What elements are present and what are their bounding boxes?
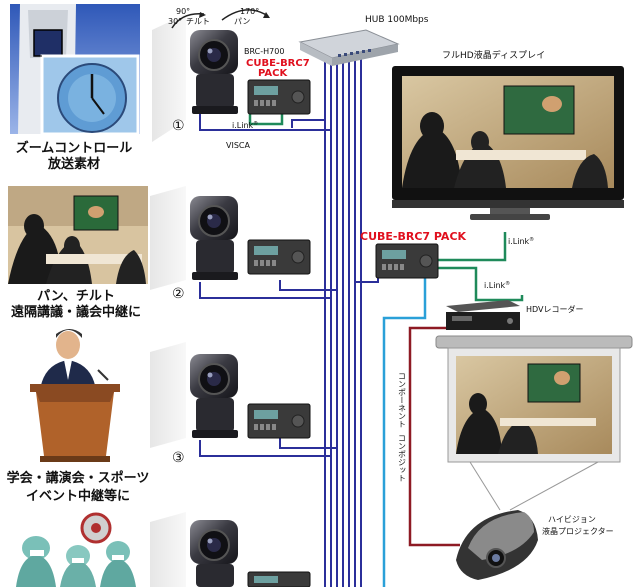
tilt-label: チルト <box>186 17 210 26</box>
lecturer-photo <box>30 329 120 462</box>
component-cable <box>382 278 427 587</box>
deck-3 <box>247 403 311 439</box>
caption-1-line1: ズームコントロール <box>16 140 133 156</box>
projector-label-1: ハイビジョン <box>548 515 596 524</box>
composite-cable <box>408 326 460 547</box>
caption-1-line2: 放送素材 <box>47 156 100 172</box>
component-label: コンポーネント <box>398 372 407 428</box>
circle-number-3: ③ <box>172 450 185 466</box>
camera-beam-2 <box>150 186 186 290</box>
deck-4 <box>247 571 311 587</box>
pack-label-right: CUBE-BRC7 PACK <box>360 230 467 243</box>
caption-2-line1: パン、チルト <box>37 289 115 304</box>
camera-beam-4 <box>150 512 186 587</box>
camera-2 <box>190 196 238 280</box>
lcd-display-label: フルHD液晶ディスプレイ <box>442 49 545 61</box>
caption-3-line2: イベント中継等に <box>26 488 130 504</box>
projector-label-2: 液晶プロジェクター <box>542 526 614 536</box>
pan-label: パン <box>234 17 250 26</box>
circle-number-2: ② <box>172 286 185 302</box>
deck-right <box>375 243 439 279</box>
caption-2-line2: 遠隔講議・議会中継に <box>11 304 141 320</box>
circle-number-1: ① <box>172 118 185 134</box>
pan-degrees-label: 170° <box>240 7 259 16</box>
ilink-label-1: i.Link® <box>232 120 258 130</box>
tilt-degrees-label-2: 30° <box>168 17 182 26</box>
clock-photo <box>10 4 140 136</box>
hdv-recorder <box>446 300 520 330</box>
visca-label: VISCA <box>226 141 250 150</box>
ilink-label-2: i.Link® <box>508 236 534 246</box>
camera-4 <box>190 520 238 587</box>
tilt-degrees-label: 90° <box>176 7 190 16</box>
hdv-recorder-label: HDVレコーダー <box>526 304 584 314</box>
projector <box>456 510 538 580</box>
ilink-label-3: i.Link® <box>484 280 510 290</box>
deck-1 <box>247 79 311 115</box>
conference-photo <box>8 186 148 284</box>
hub-label: HUB 100Mbps <box>365 15 429 25</box>
surgery-photo <box>16 512 136 587</box>
network-bus <box>199 58 379 587</box>
camera-beam-1 <box>152 14 186 142</box>
camera-model-label: BRC-H700 <box>244 47 284 56</box>
pack-label-top-1: CUBE-BRC7 <box>246 58 310 69</box>
camera-3 <box>190 354 238 438</box>
lcd-display <box>392 66 624 220</box>
deck-2 <box>247 239 311 275</box>
projection-screen <box>435 335 633 511</box>
camera-beam-3 <box>150 342 186 448</box>
ilink-cables <box>248 112 524 302</box>
composite-label: コンポジット <box>398 434 407 482</box>
caption-3-line1: 学会・講演会・スポーツ <box>7 470 150 486</box>
pack-label-top-2: PACK <box>258 68 288 79</box>
camera-1 <box>171 9 270 114</box>
network-hub <box>298 29 400 66</box>
